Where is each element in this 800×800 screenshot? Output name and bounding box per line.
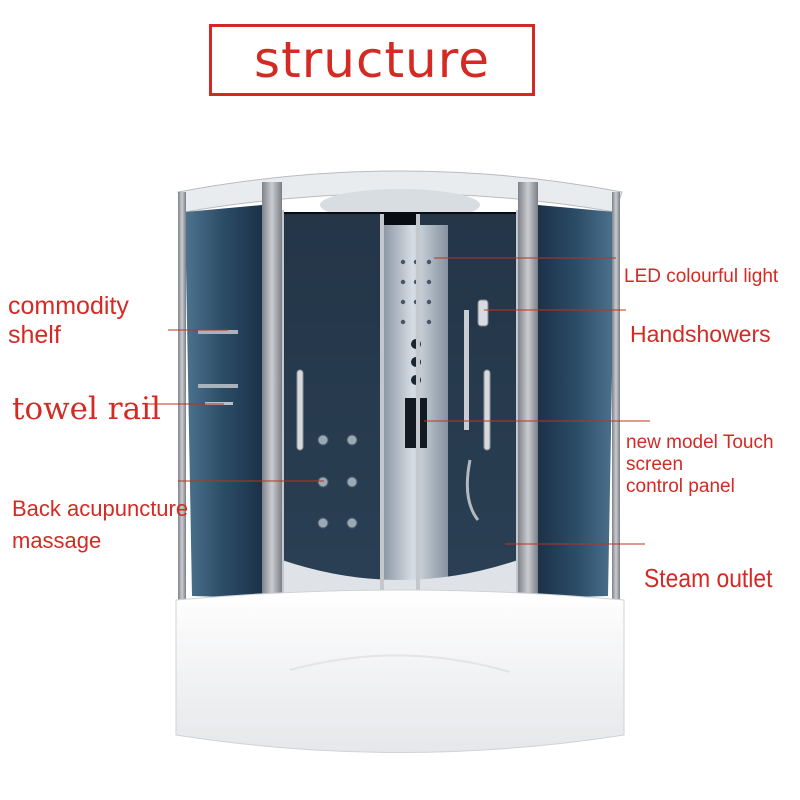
handshower xyxy=(477,299,489,327)
right-edge-frame xyxy=(612,192,620,604)
commodity-shelf-item-2 xyxy=(198,384,238,388)
title-box: structure xyxy=(209,24,535,96)
right-post xyxy=(518,182,538,612)
back-massage-jets xyxy=(317,434,358,529)
label-led-light: LED colourful light xyxy=(624,266,779,287)
page-title: structure xyxy=(254,31,490,89)
label-commodity-shelf: commodity shelf xyxy=(8,292,129,349)
label-touch-panel: new model Touch screen control panel xyxy=(626,432,774,497)
leader-lines xyxy=(146,257,650,545)
left-edge-frame xyxy=(178,192,186,604)
right-door-handle xyxy=(483,369,491,451)
right-glass-panel xyxy=(538,205,615,598)
commodity-shelf-item xyxy=(198,330,238,334)
handshower-rail xyxy=(464,310,469,430)
left-post xyxy=(262,182,282,612)
left-door-handle xyxy=(296,369,304,451)
label-handshowers: Handshowers xyxy=(630,321,771,347)
bathtub-base xyxy=(175,589,625,753)
handshower-hose xyxy=(465,459,480,521)
label-towel-rail: towel rail xyxy=(12,391,161,427)
label-steam-outlet: Steam outlet xyxy=(644,563,773,593)
label-back-acupuncture: Back acupuncture massage xyxy=(12,496,189,553)
left-glass-panel xyxy=(185,205,262,598)
